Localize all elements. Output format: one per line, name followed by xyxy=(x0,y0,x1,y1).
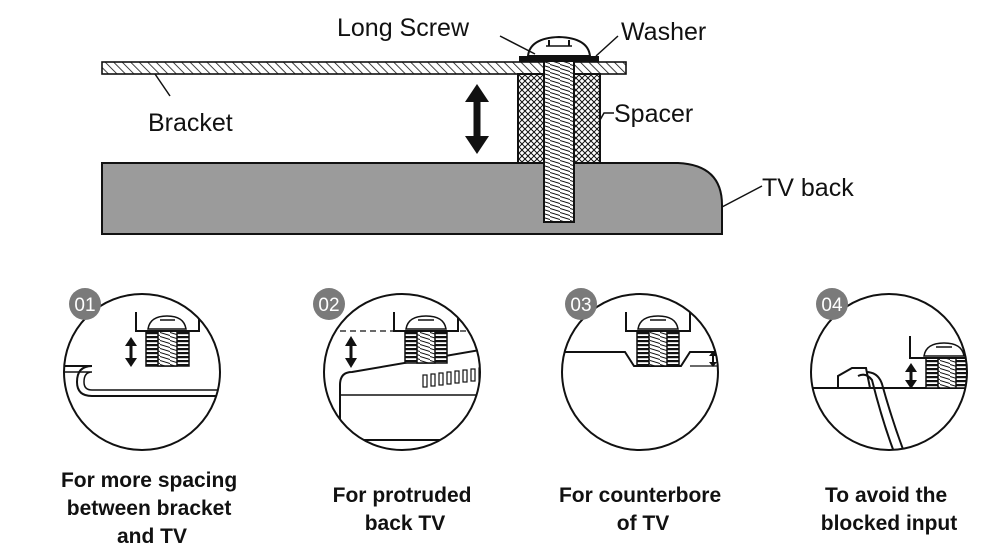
label-bracket: Bracket xyxy=(148,109,233,137)
spacer-right xyxy=(573,73,601,164)
case-04-badge xyxy=(816,288,848,320)
label-long-screw: Long Screw xyxy=(337,14,470,42)
label-washer: Washer xyxy=(621,18,706,46)
case-03-circle xyxy=(561,293,719,451)
washer xyxy=(519,56,599,62)
case-02-circle xyxy=(323,293,481,451)
case-01-circle xyxy=(63,293,221,451)
case-01-caption: For more spacing between bracket and TV xyxy=(61,469,243,544)
case-04-number: 04 xyxy=(821,295,843,316)
bracket-plate xyxy=(101,61,627,75)
case-02-number: 02 xyxy=(318,295,339,316)
case-04-caption: To avoid the blocked input xyxy=(821,484,958,535)
case-01: 01 For more spacing between bracket and … xyxy=(61,288,243,548)
case-01-number: 01 xyxy=(74,295,95,316)
case-03-badge xyxy=(565,288,597,320)
case-02: 02 For protruded back TV xyxy=(313,288,481,535)
case-03-caption: For counterbore of TV xyxy=(559,484,727,535)
label-tv-back: TV back xyxy=(762,174,854,202)
case-04: 04 To avoid the blocked input xyxy=(810,288,968,535)
case-04-circle xyxy=(810,293,968,451)
long-screw-shaft xyxy=(543,55,575,223)
spacing-double-arrow-icon xyxy=(465,84,489,154)
case-02-caption: For protruded back TV xyxy=(333,484,478,535)
spacer-left xyxy=(517,73,545,164)
case-03-number: 03 xyxy=(570,295,591,316)
case-02-badge xyxy=(313,288,345,320)
case-01-badge xyxy=(69,288,101,320)
top-assembly-diagram: Long Screw Washer Bracket Spacer TV back xyxy=(101,14,854,235)
label-spacer: Spacer xyxy=(614,100,693,128)
tv-back-body xyxy=(101,162,723,235)
case-03: 03 For counterbore of TV xyxy=(559,288,727,535)
